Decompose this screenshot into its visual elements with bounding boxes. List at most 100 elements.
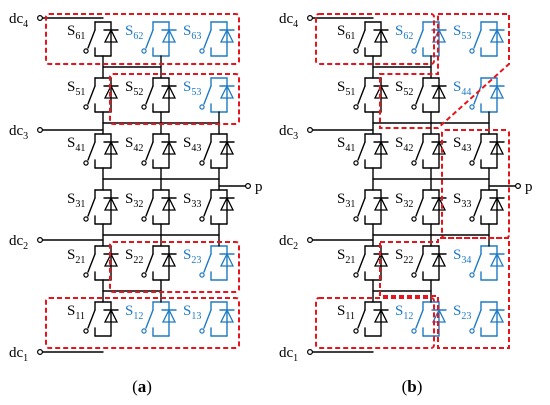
diode-icon (161, 252, 177, 267)
diode-icon (161, 28, 177, 43)
diode-icon (373, 28, 389, 43)
output-label: p (255, 179, 263, 195)
gate-terminal (469, 328, 475, 334)
diode-icon (103, 84, 119, 99)
switch-label: S61 (337, 23, 355, 42)
switch-label: S21 (337, 247, 355, 266)
diode-icon (373, 308, 389, 323)
switch-label: S22 (125, 247, 143, 266)
switch-label: S13 (183, 303, 201, 322)
switch-S11: S11 (337, 301, 389, 337)
switch-S52: S52 (125, 77, 177, 113)
gate-terminal (469, 216, 475, 222)
switch-blade (415, 85, 424, 105)
terminal-dot (36, 126, 43, 133)
switch-blade (473, 29, 482, 49)
gate-terminal (411, 216, 417, 222)
diode-icon (373, 252, 389, 267)
boundary-bottom-left (315, 297, 435, 349)
switch-S22: S22 (125, 245, 177, 281)
output-terminal (514, 183, 521, 190)
diode-icon (103, 252, 119, 267)
switch-label: S23 (183, 247, 201, 266)
switch-label: S61 (67, 23, 85, 42)
switch-label: S31 (67, 191, 85, 210)
switch-blade (473, 85, 482, 105)
switch-label: S51 (337, 79, 355, 98)
switch-blade (473, 141, 482, 161)
terminal-dot (307, 349, 314, 356)
switch-blade (357, 141, 366, 161)
switch-label: S42 (395, 135, 413, 154)
gate-terminal (141, 216, 147, 222)
switch-label: S42 (125, 135, 143, 154)
switch-blade (203, 309, 212, 329)
switch-S23: S23 (453, 301, 505, 337)
terminal-dc3: dc3 (279, 123, 314, 142)
switch-blade (87, 253, 96, 273)
diode-icon (219, 252, 235, 267)
gate-terminal (353, 48, 359, 54)
diode-icon (489, 28, 505, 43)
switch-S43: S43 (453, 133, 505, 169)
switch-S34: S34 (453, 245, 505, 281)
switch-S61: S61 (67, 21, 119, 57)
switch-label: S34 (453, 247, 471, 266)
gate-terminal (411, 272, 417, 278)
switch-S43: S43 (183, 133, 235, 169)
diode-icon (219, 84, 235, 99)
boundary-upper-diagonal (379, 13, 510, 129)
boundary-middle-right (441, 129, 510, 239)
switch-label: S41 (67, 135, 85, 154)
gate-terminal (141, 160, 147, 166)
switch-blade (87, 85, 96, 105)
switch-label: S33 (183, 191, 201, 210)
switch-label: S52 (395, 79, 413, 98)
switch-blade (415, 197, 424, 217)
gate-terminal (411, 48, 417, 54)
terminal-label: dc3 (279, 123, 298, 142)
switch-S44: S44 (453, 77, 505, 113)
output-label: p (525, 179, 533, 195)
gate-terminal (83, 48, 89, 54)
gate-terminal (199, 272, 205, 278)
gate-terminal (83, 272, 89, 278)
switch-S53: S53 (453, 21, 505, 57)
diode-icon (431, 84, 447, 99)
switch-blade (203, 85, 212, 105)
gate-terminal (141, 328, 147, 334)
switch-S53: S53 (183, 77, 235, 113)
switch-label: S33 (453, 191, 471, 210)
gate-terminal (83, 104, 89, 110)
switch-S23: S23 (183, 245, 235, 281)
switch-label: S52 (125, 79, 143, 98)
switch-blade (145, 253, 154, 273)
diode-icon (489, 252, 505, 267)
switch-label: S43 (453, 135, 471, 154)
switch-blade (473, 309, 482, 329)
terminal-label: dc1 (279, 345, 298, 364)
switch-blade (357, 85, 366, 105)
switch-blade (145, 197, 154, 217)
switch-S22: S22 (395, 245, 447, 281)
switch-S52: S52 (395, 77, 447, 113)
switch-blade (473, 197, 482, 217)
gate-terminal (353, 104, 359, 110)
gate-terminal (469, 160, 475, 166)
switch-S11: S11 (67, 301, 119, 337)
gate-terminal (199, 328, 205, 334)
gate-terminal (469, 272, 475, 278)
terminal-dc4: dc4 (279, 11, 314, 30)
switch-blade (145, 141, 154, 161)
switch-label: S53 (183, 79, 201, 98)
gate-terminal (199, 160, 205, 166)
switch-S42: S42 (125, 133, 177, 169)
switch-S42: S42 (395, 133, 447, 169)
switch-S31: S31 (337, 189, 389, 225)
switch-label: S31 (337, 191, 355, 210)
switch-S12: S12 (125, 301, 177, 337)
terminal-dc2: dc2 (9, 233, 43, 252)
